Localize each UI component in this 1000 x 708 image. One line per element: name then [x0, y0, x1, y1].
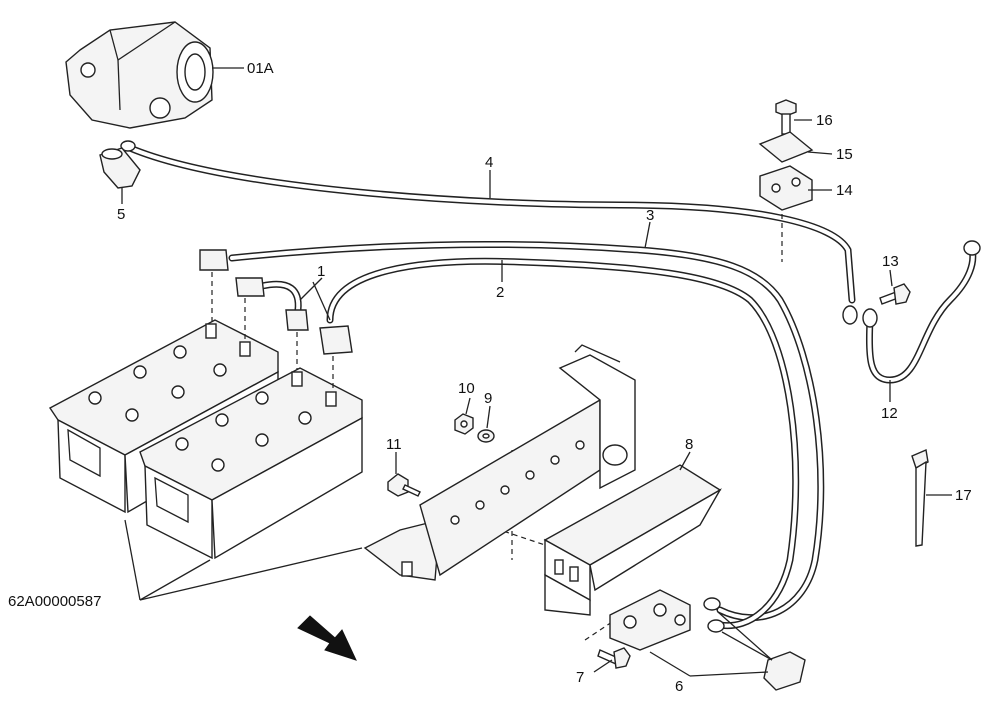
- nut-10: [454, 413, 474, 435]
- terminal-cap-6: [763, 651, 806, 691]
- callout-3: 3: [646, 207, 654, 224]
- leader-lines: [121, 67, 952, 677]
- bolt-16: [775, 99, 797, 135]
- starter-motor: [65, 21, 214, 129]
- terminal-block-6: [609, 589, 691, 651]
- callout-6: 6: [675, 678, 683, 695]
- clamp-block-14: [759, 165, 813, 211]
- bolt-13: [879, 283, 911, 305]
- battery-right: [139, 367, 363, 560]
- cable-2: [326, 257, 800, 630]
- callout-4: 4: [485, 154, 493, 171]
- callout-9: 9: [484, 390, 492, 407]
- callout-01A: 01A: [247, 60, 274, 77]
- callout-11: 11: [386, 436, 402, 453]
- cable-1: [258, 280, 302, 314]
- callout-14: 14: [836, 182, 853, 199]
- callout-8: 8: [685, 436, 693, 453]
- callout-16: 16: [816, 112, 833, 129]
- clamp-plate-15: [758, 131, 814, 163]
- callout-2: 2: [496, 284, 504, 301]
- bolt-11: [387, 473, 421, 497]
- washer-9: [477, 429, 495, 443]
- callout-1: 1: [317, 263, 325, 280]
- callout-17: 17: [955, 487, 972, 504]
- battery-bracket: [363, 344, 636, 581]
- callout-labels: 01A 5 4 3 2 1 10 9 11 8 16 15 14 13 12 1…: [8, 60, 972, 695]
- direction-arrow: [297, 615, 357, 661]
- callout-10: 10: [458, 380, 475, 397]
- callout-13: 13: [882, 253, 899, 270]
- terminal-boot-5: [99, 147, 141, 189]
- cable-3: [228, 241, 825, 622]
- callout-15: 15: [836, 146, 853, 163]
- cable-12: [865, 246, 977, 384]
- drawing-number: 62A00000587: [8, 593, 101, 610]
- cover-plate-8: [543, 464, 722, 616]
- callout-12: 12: [881, 405, 898, 422]
- callout-7: 7: [576, 669, 584, 686]
- cable-tie-17: [911, 449, 929, 547]
- cable-4: [126, 144, 856, 304]
- callout-5: 5: [117, 206, 125, 223]
- bolt-7: [597, 647, 631, 669]
- cable-lugs: [120, 140, 981, 633]
